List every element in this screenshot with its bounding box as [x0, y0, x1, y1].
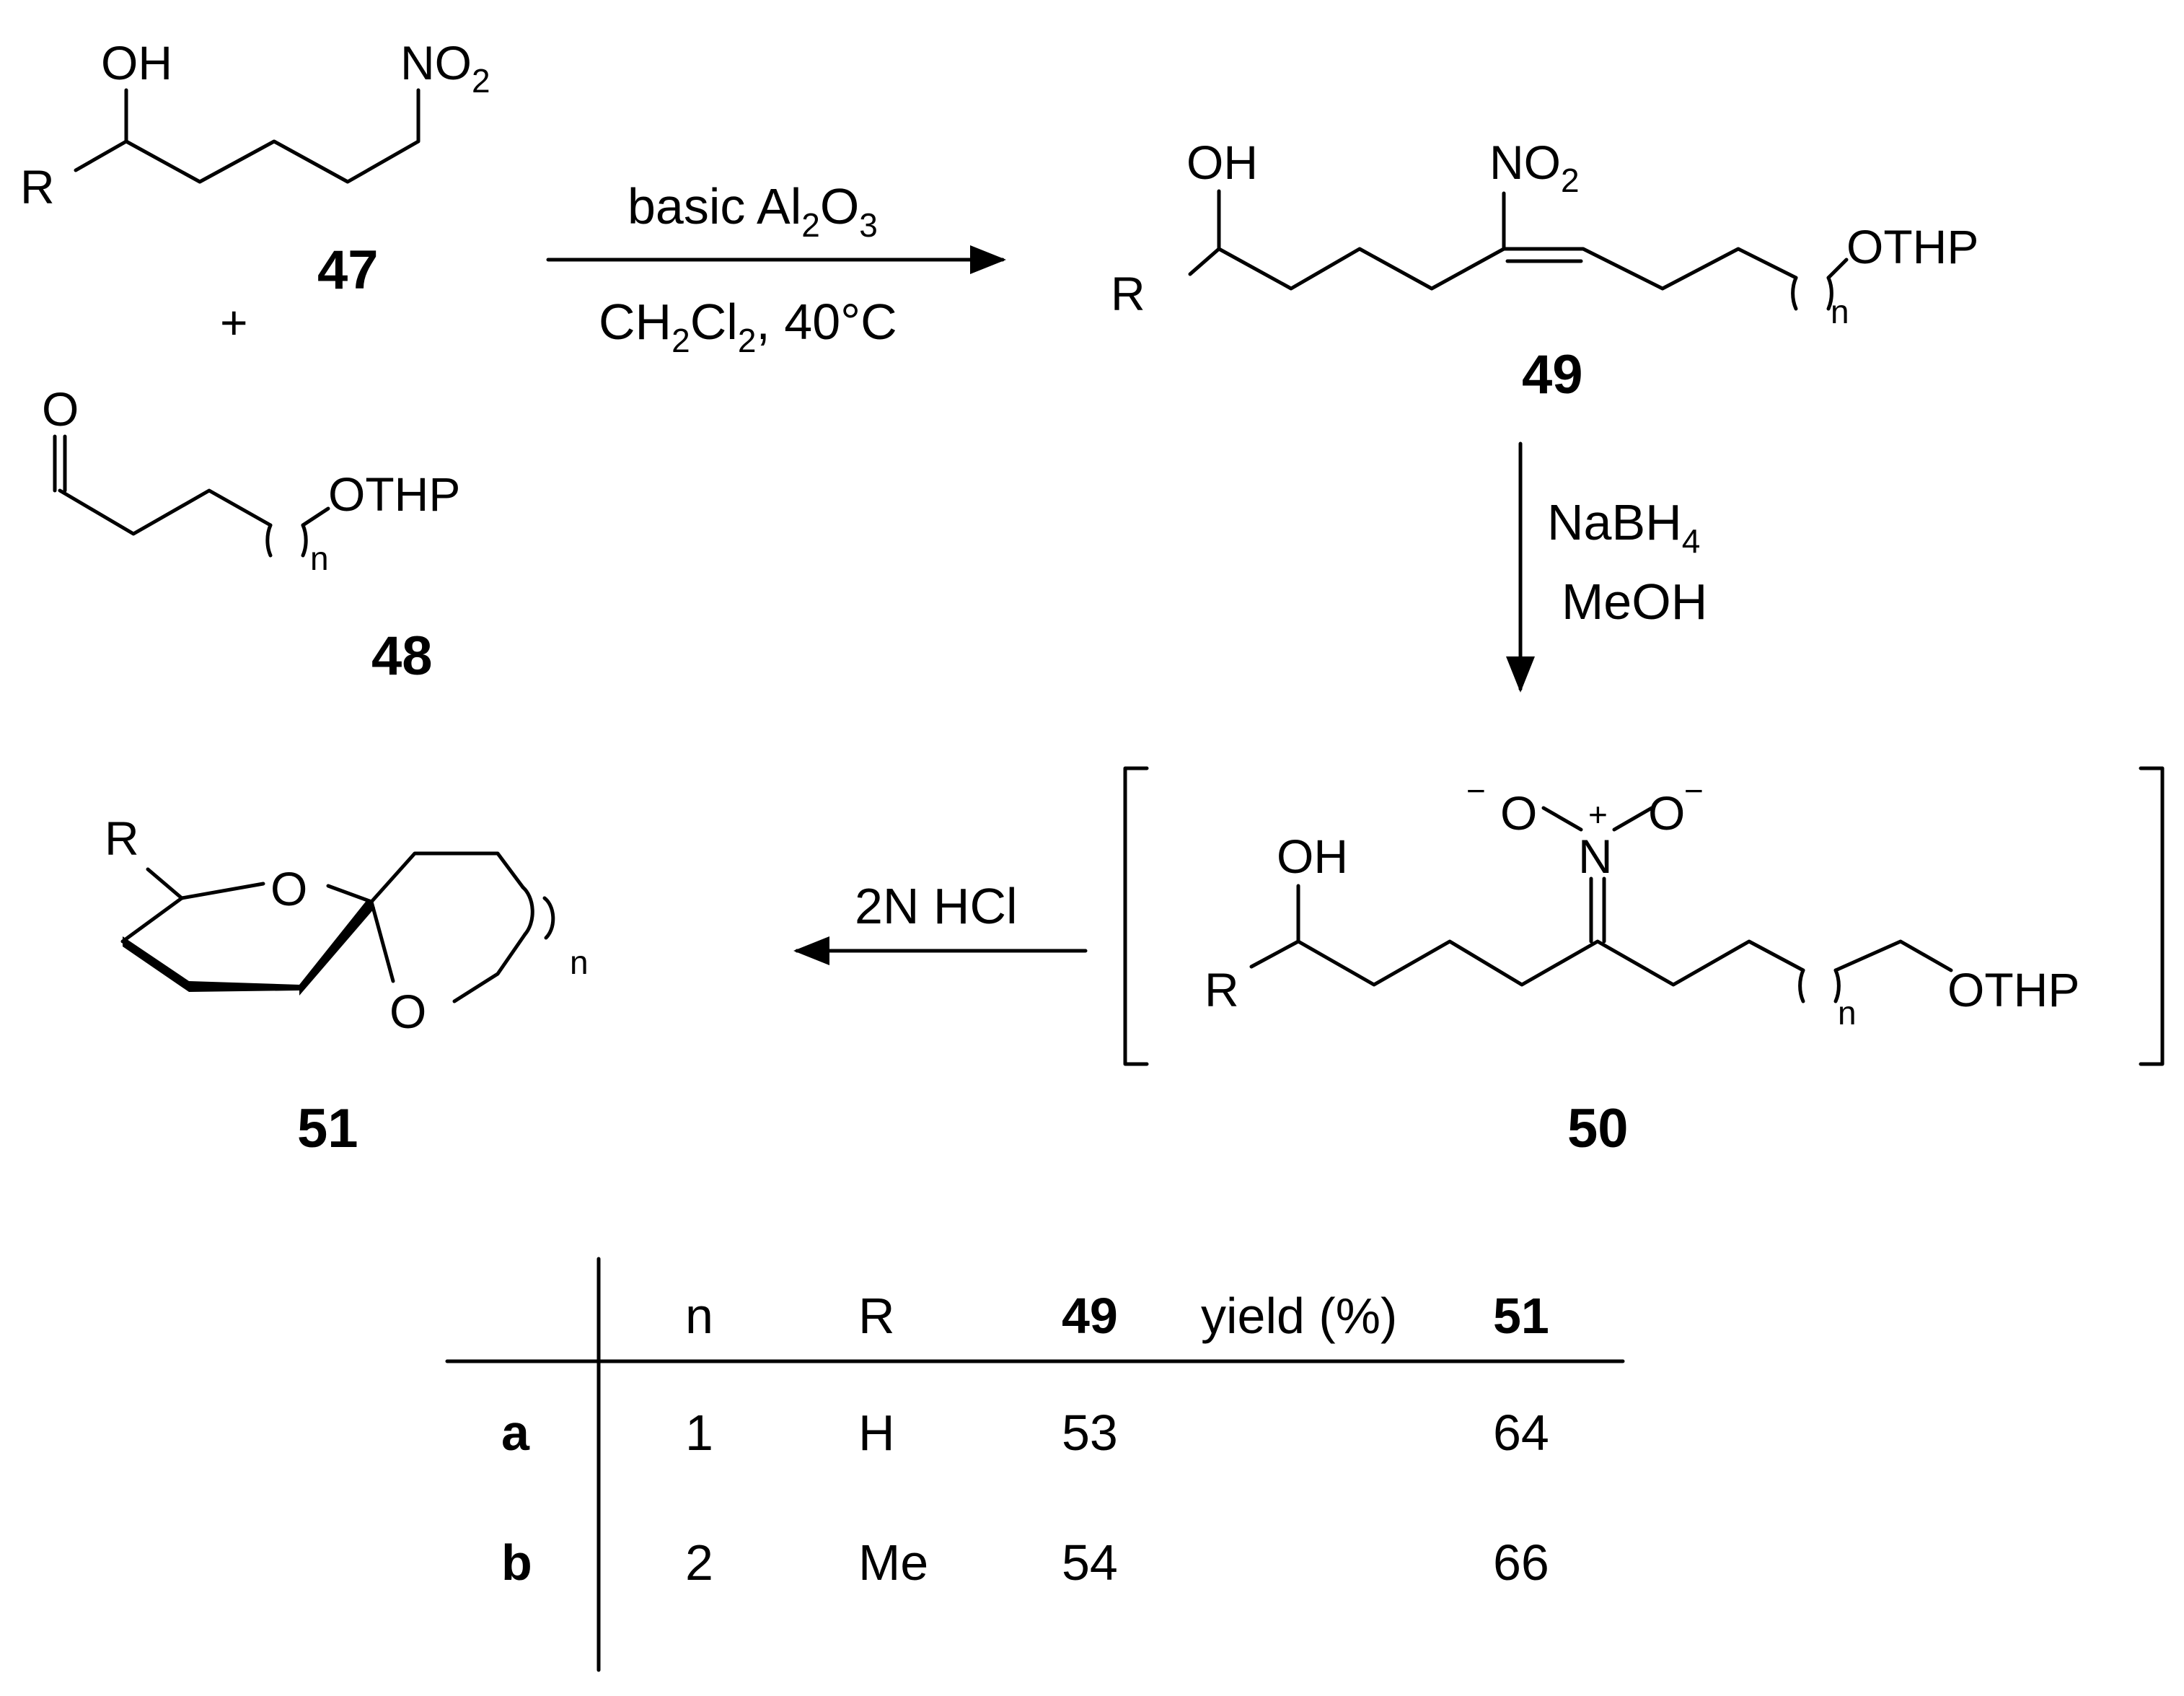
atom-N-50: N [1578, 830, 1613, 883]
atom-OH-47: OH [101, 36, 172, 89]
table-row-label-b: b [501, 1534, 532, 1591]
atom-R-49: R [1111, 267, 1145, 320]
yield-table [445, 1257, 1625, 1672]
atom-n-49: n [1831, 293, 1849, 330]
table-cell-51-a: 64 [1493, 1405, 1549, 1461]
charge-plus-50: + [1588, 796, 1608, 833]
bracket-right [2139, 766, 2165, 1066]
charge-minus-right-50: − [1684, 772, 1704, 809]
n-bracket-51 [542, 896, 555, 940]
compound-50-structure [1249, 806, 1953, 1003]
table-cell-n-b: 2 [685, 1534, 713, 1591]
compound-49-structure [1188, 189, 1849, 311]
compound-51-structure [120, 851, 534, 1003]
table-cell-51-b: 66 [1493, 1534, 1549, 1591]
reagent-sodium-borohydride: NaBH4 [1547, 494, 1700, 560]
atom-O-minus-left-50: O [1500, 786, 1537, 840]
table-cell-n-a: 1 [685, 1405, 713, 1461]
atom-n-48: n [310, 540, 329, 577]
atom-OTHP-50: OTHP [1947, 963, 2079, 1016]
table-header-yield: yield (%) [1201, 1288, 1397, 1344]
reagent-methanol: MeOH [1562, 574, 1707, 630]
atom-OTHP-49: OTHP [1846, 220, 1978, 273]
table-cell-49-a: 53 [1062, 1405, 1118, 1461]
atom-R-47: R [20, 160, 55, 214]
atom-O-ring1-51: O [270, 862, 307, 915]
atom-O-ring2-51: O [389, 985, 426, 1038]
table-header-49: 49 [1062, 1288, 1118, 1344]
compound-label-50: 50 [1567, 1098, 1629, 1159]
compound-48-structure [53, 434, 330, 558]
nitro-group-49: NO2 [1489, 136, 1580, 199]
table-header-n: n [685, 1288, 713, 1344]
reagent-dcm-conditions: CH2Cl2, 40°C [599, 294, 897, 359]
atom-OH-50: OH [1277, 830, 1348, 883]
compound-label-49: 49 [1522, 344, 1583, 405]
atom-R-50: R [1205, 963, 1239, 1016]
compound-47-structure [74, 88, 420, 184]
nitro-group-47: NO2 [400, 36, 490, 100]
reagent-hcl: 2N HCl [855, 878, 1018, 934]
compound-label-51: 51 [297, 1098, 358, 1159]
reagent-basic-alumina: basic Al2O3 [628, 178, 878, 244]
atom-O-48: O [42, 382, 79, 436]
atom-OTHP-48: OTHP [328, 467, 460, 521]
table-cell-R-a: H [858, 1405, 895, 1461]
atom-n-51: n [570, 944, 589, 981]
compound-label-47: 47 [317, 240, 379, 301]
atom-n-50: n [1838, 994, 1857, 1032]
atom-O-minus-right-50: O [1648, 786, 1685, 840]
table-cell-R-b: Me [858, 1534, 928, 1591]
compound-label-48: 48 [371, 625, 433, 687]
atom-OH-49: OH [1186, 136, 1258, 189]
table-row-label-a: a [501, 1405, 530, 1461]
table-header-R: R [858, 1288, 895, 1344]
table-header-51: 51 [1493, 1288, 1549, 1344]
atom-R-51: R [105, 812, 139, 865]
table-cell-49-b: 54 [1062, 1534, 1118, 1591]
plus-sign: + [220, 296, 248, 349]
charge-minus-left-50: − [1466, 772, 1486, 809]
bracket-left [1123, 766, 1149, 1066]
